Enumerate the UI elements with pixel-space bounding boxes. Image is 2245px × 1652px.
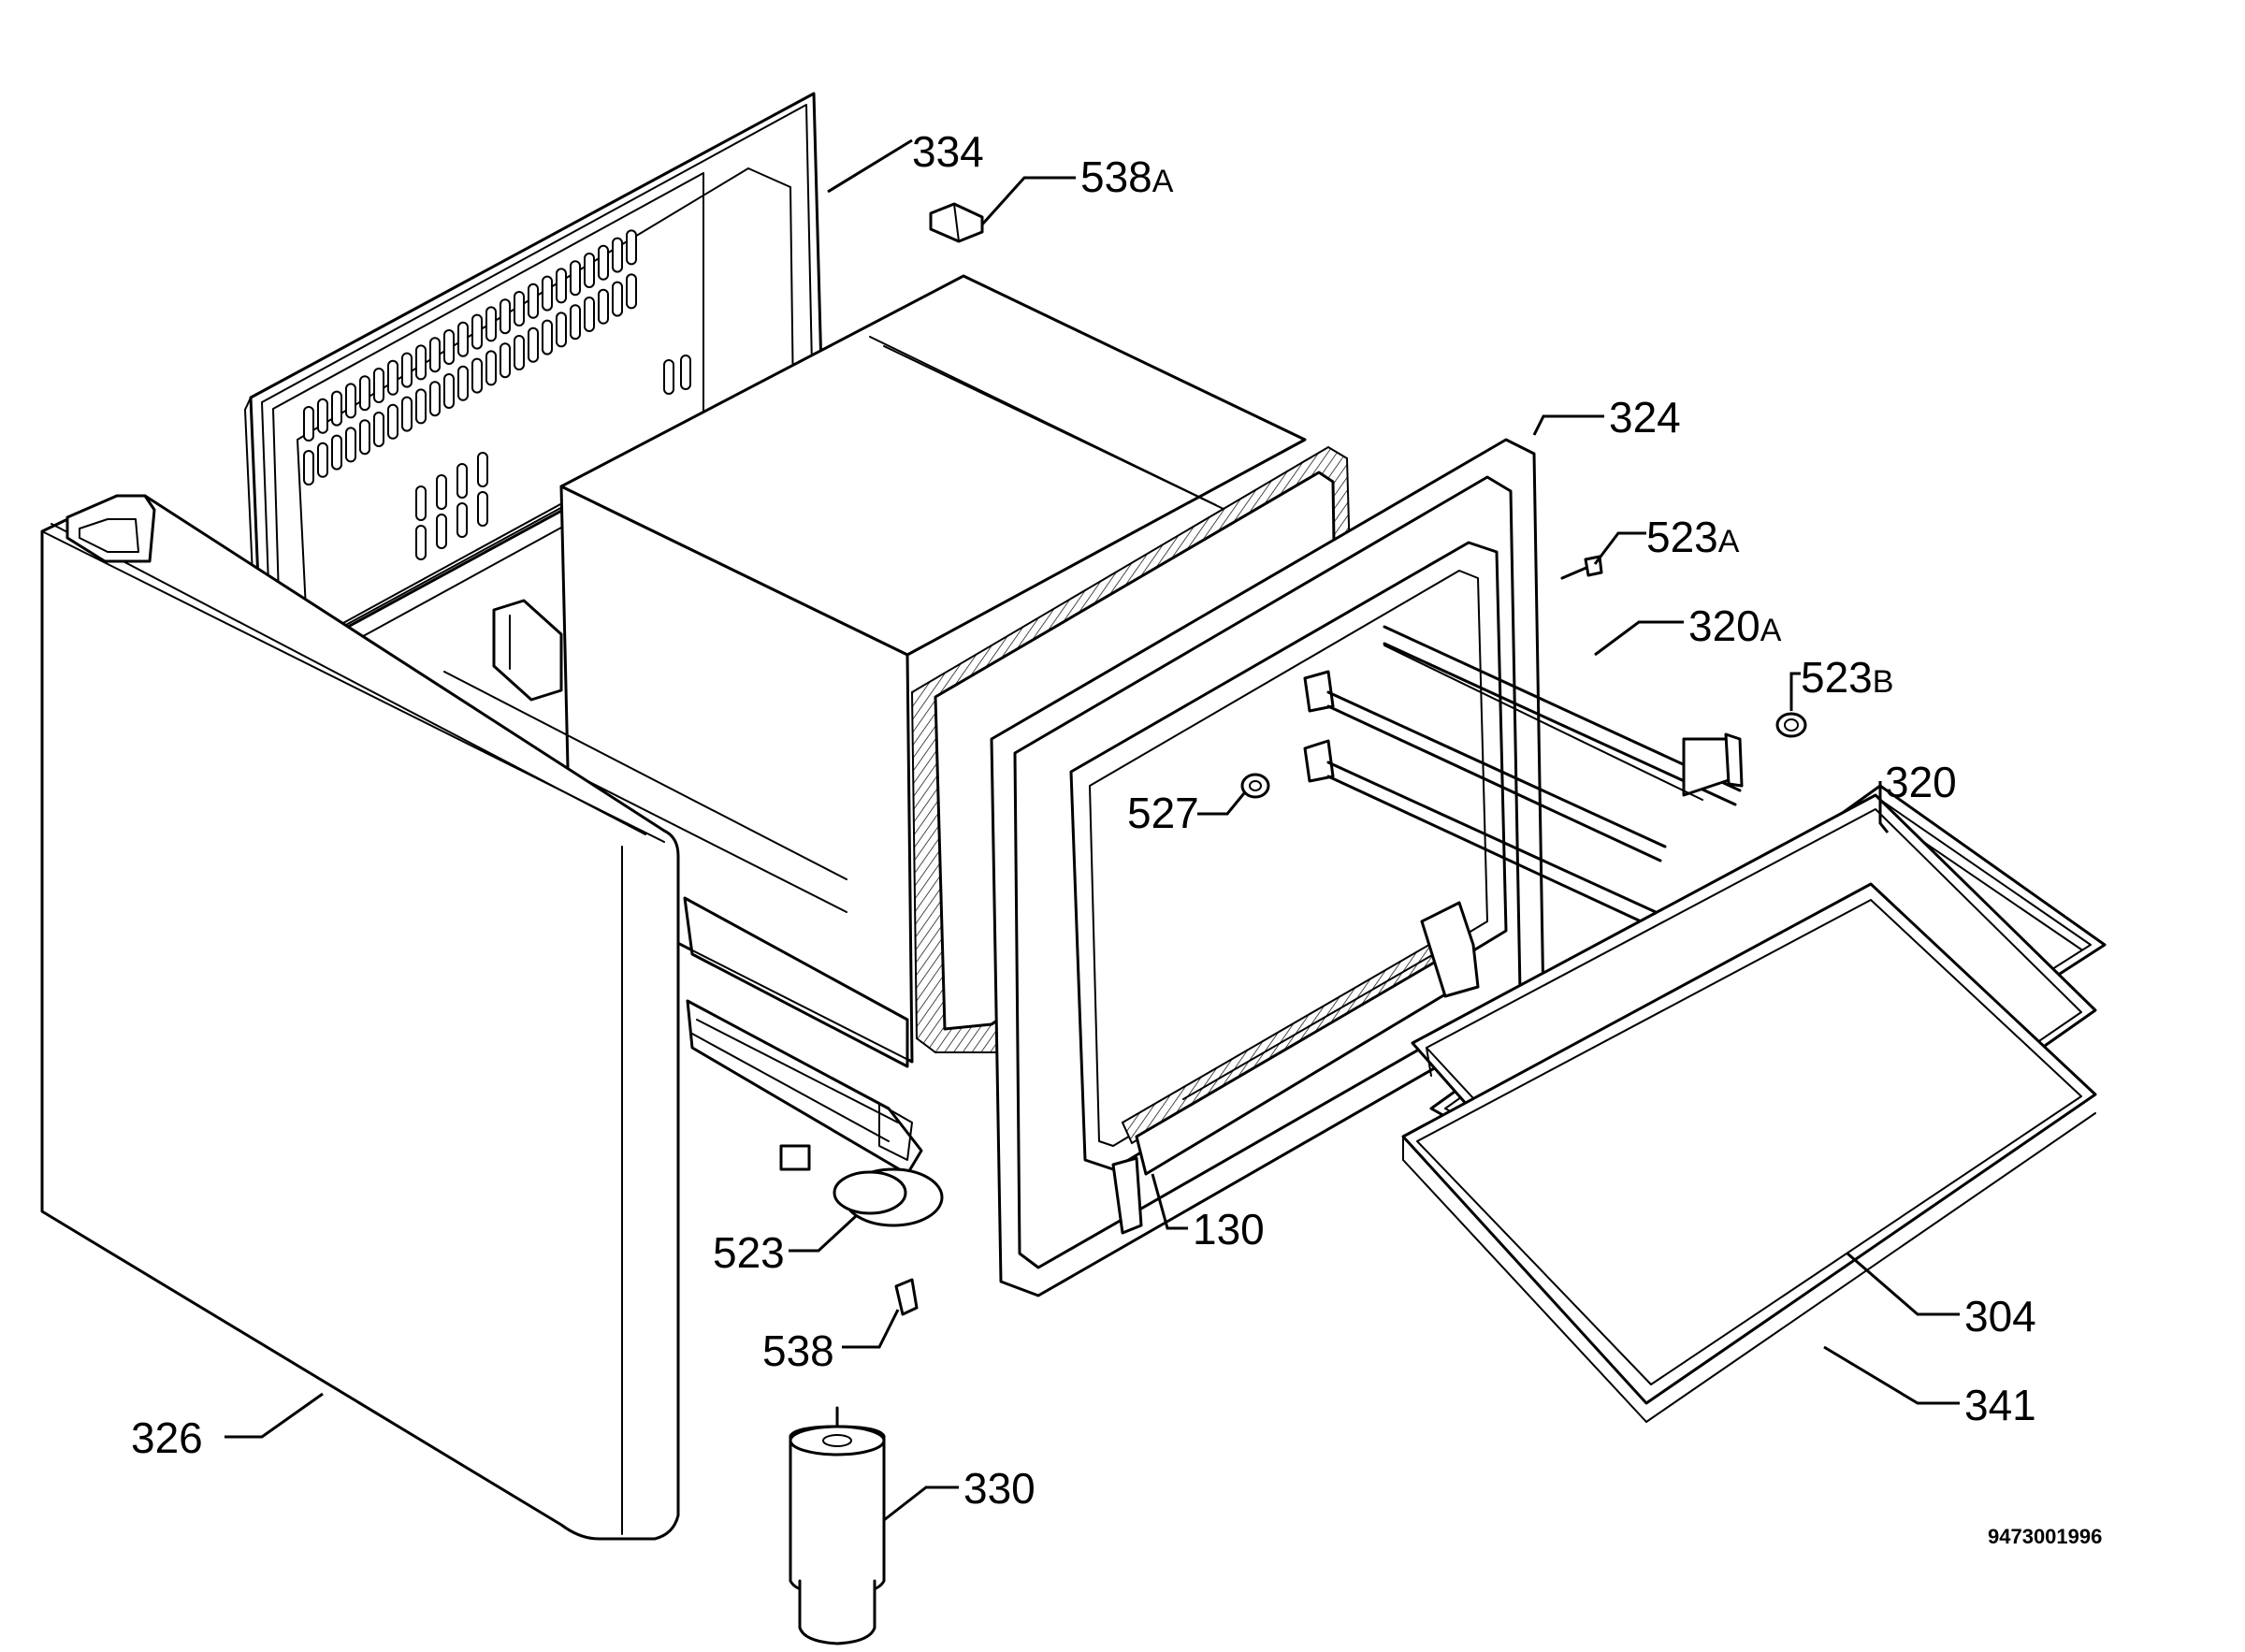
vent-slot bbox=[317, 398, 328, 434]
back-panel-334 bbox=[244, 92, 823, 679]
callout-523B: 523B bbox=[1801, 653, 1893, 702]
vent-slot bbox=[359, 419, 370, 456]
vent-slot bbox=[429, 381, 441, 417]
side-panel-326 bbox=[40, 494, 680, 1541]
vent-slot bbox=[570, 260, 581, 297]
vent-slot bbox=[477, 491, 488, 527]
adjustable-foot-330 bbox=[789, 1406, 886, 1645]
vent-slot bbox=[415, 525, 427, 560]
vent-slot bbox=[331, 390, 342, 427]
vent-slot bbox=[570, 304, 581, 341]
vent-slot bbox=[477, 452, 488, 487]
vent-slot bbox=[528, 283, 539, 319]
callout-326: 326 bbox=[131, 1413, 203, 1462]
vent-slot bbox=[598, 244, 609, 281]
callout-304: 304 bbox=[1964, 1292, 2036, 1340]
vent-slot bbox=[373, 412, 384, 447]
vent-slot bbox=[663, 359, 674, 395]
vent-slot bbox=[514, 335, 525, 370]
screw-523A bbox=[1560, 555, 1603, 580]
vent-slot bbox=[485, 306, 497, 342]
vent-slot bbox=[331, 434, 342, 471]
vent-slot bbox=[471, 313, 483, 350]
vent-slot bbox=[443, 373, 455, 409]
vent-slot bbox=[500, 298, 511, 335]
vent-slot bbox=[514, 291, 525, 326]
vent-slot bbox=[401, 352, 413, 388]
front-frame-324 bbox=[990, 438, 1545, 1297]
screw-538A bbox=[929, 202, 984, 243]
vent-slot bbox=[387, 403, 398, 440]
callout-523A: 523A bbox=[1646, 513, 1740, 561]
vent-slot bbox=[345, 383, 356, 419]
vent-slot bbox=[317, 442, 328, 478]
callout-527: 527 bbox=[1127, 789, 1199, 837]
vent-slot bbox=[485, 350, 497, 386]
vent-slot bbox=[584, 297, 595, 332]
callout-130: 130 bbox=[1193, 1205, 1265, 1253]
clip-538 bbox=[894, 1278, 919, 1316]
vent-slot bbox=[387, 359, 398, 396]
vent-slot bbox=[542, 319, 553, 355]
vent-slot bbox=[436, 514, 447, 549]
knob-527 bbox=[1240, 773, 1270, 799]
vent-slot bbox=[456, 502, 468, 538]
drawing-code: 9473001996 bbox=[1988, 1525, 2102, 1548]
vent-slot bbox=[457, 321, 469, 357]
callout-324: 324 bbox=[1609, 393, 1681, 442]
side-runner-523 bbox=[686, 999, 944, 1227]
vent-slot bbox=[415, 388, 427, 425]
vent-slot bbox=[401, 396, 413, 432]
vent-slot bbox=[436, 474, 447, 510]
shelf-supports-320A bbox=[1303, 625, 1744, 928]
vent-slot bbox=[456, 463, 468, 499]
deep-tray-341 bbox=[1401, 882, 2097, 1423]
vent-slot bbox=[500, 342, 511, 379]
vent-slot bbox=[415, 344, 427, 381]
callout-538: 538 bbox=[762, 1326, 834, 1375]
callout-334: 334 bbox=[912, 127, 984, 176]
callout-320A: 320A bbox=[1688, 601, 1782, 650]
bushing-523B bbox=[1775, 712, 1807, 738]
vent-slot bbox=[303, 406, 314, 442]
leader-lines bbox=[224, 138, 1960, 1522]
vent-slot bbox=[528, 326, 539, 363]
vent-slot bbox=[612, 237, 623, 273]
callout-labels: 334 538A 324 523A 320A 523B 320 527 130 … bbox=[131, 127, 2036, 1513]
vent-slot bbox=[680, 355, 691, 390]
vent-slot bbox=[542, 275, 553, 312]
vent-slot bbox=[457, 365, 469, 401]
vent-slot bbox=[303, 450, 314, 485]
vent-slot bbox=[626, 273, 637, 310]
callout-538A: 538A bbox=[1080, 152, 1174, 201]
callout-523: 523 bbox=[713, 1228, 785, 1277]
vent-slot bbox=[556, 312, 567, 348]
vent-slot bbox=[359, 375, 370, 412]
callout-330: 330 bbox=[963, 1464, 1036, 1513]
vent-slot bbox=[612, 281, 623, 317]
vent-slot bbox=[471, 357, 483, 394]
vent-slot bbox=[626, 229, 637, 266]
callout-341: 341 bbox=[1964, 1381, 2036, 1429]
vent-slot bbox=[584, 253, 595, 288]
vent-slot bbox=[415, 485, 427, 521]
vent-slot bbox=[443, 329, 455, 365]
vent-slot bbox=[429, 337, 441, 373]
vent-slot bbox=[556, 268, 567, 304]
vent-slot bbox=[598, 288, 609, 325]
vent-slot bbox=[373, 368, 384, 403]
callout-320: 320 bbox=[1885, 758, 1957, 806]
vent-slot bbox=[345, 427, 356, 463]
